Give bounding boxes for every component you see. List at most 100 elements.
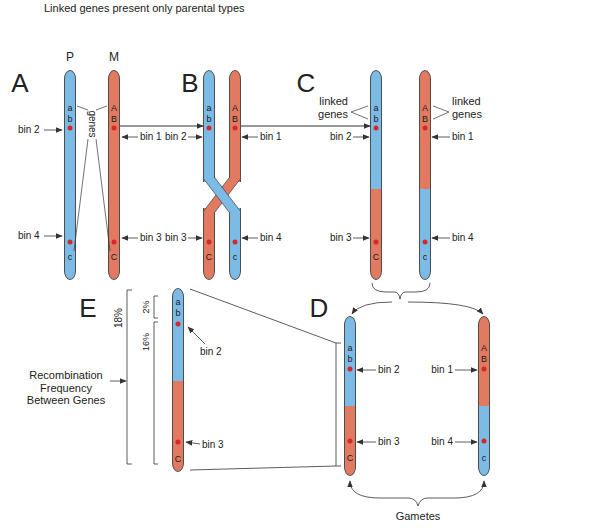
gene-dot: [423, 240, 428, 245]
gene-dot: [423, 126, 428, 131]
bin-label: bin 4: [18, 230, 40, 242]
bin-label: bin 4: [452, 232, 474, 244]
crossover: [201, 178, 245, 212]
chromosome: ABc: [478, 316, 490, 476]
square-bracket: [154, 322, 158, 464]
panel-letter: E: [79, 294, 96, 324]
gene-letter: b: [345, 354, 355, 364]
gene-letter: A: [230, 103, 240, 113]
bin-label: bin 1: [452, 131, 474, 143]
bin-arrow: [455, 442, 477, 443]
leader-lines: [74, 106, 449, 251]
gene-letter: a: [65, 103, 75, 113]
square-bracket: [154, 296, 158, 318]
gene-dot: [482, 367, 487, 372]
gene-dot: [233, 126, 238, 131]
bin-arrow: [432, 238, 450, 239]
gene-letter: b: [173, 308, 183, 318]
bin-arrow: [353, 137, 369, 138]
band-edge: [203, 178, 229, 212]
gene-letter: C: [345, 453, 355, 463]
bin-arrows: [44, 130, 477, 444]
bin-label: bin 2: [165, 131, 187, 143]
crossover-mask: [201, 182, 245, 208]
panel-letter: C: [297, 69, 316, 99]
gene-dot: [68, 126, 73, 131]
panel-letter: B: [181, 69, 198, 99]
process-arrow: [241, 126, 370, 127]
gene-letter: A: [109, 103, 119, 113]
gene-letter: a: [204, 103, 214, 113]
gene-letter: a: [173, 297, 183, 307]
percent-label: 2%: [141, 300, 151, 313]
bin-label: bin 3: [378, 436, 400, 448]
brackets: [127, 283, 484, 506]
gene-letter: B: [420, 114, 430, 124]
band-edge: [203, 178, 229, 212]
linked-genes-label: linked genes: [304, 95, 348, 120]
parent-label: M: [109, 51, 119, 65]
panel-letter: D: [310, 294, 329, 324]
gene-dot: [233, 240, 238, 245]
gene-letter: C: [371, 252, 381, 262]
curly-brace: [372, 283, 430, 299]
bin-label: bin 3: [330, 232, 352, 244]
square-bracket: [127, 290, 132, 464]
gene-letter: B: [230, 114, 240, 124]
bin-arrow: [353, 238, 369, 239]
linked-genes-label: linked genes: [452, 95, 496, 120]
bin-arrow: [432, 137, 450, 138]
bin-label: bin 3: [140, 232, 162, 244]
gene-letter: c: [65, 252, 75, 262]
bin-arrow: [357, 442, 376, 443]
bin-label: bin 2: [330, 131, 352, 143]
flow-arrow: [352, 302, 392, 314]
gene-dot: [374, 126, 379, 131]
bin-arrow: [357, 370, 376, 371]
chromosome: ABC: [108, 70, 120, 280]
gene-dot: [207, 126, 212, 131]
bin-label: bin 1: [260, 131, 282, 143]
chromosome: abC: [203, 70, 215, 280]
bin-label: bin 3: [165, 232, 187, 244]
gene-dot: [68, 240, 73, 245]
bin-label: bin 2: [378, 364, 400, 376]
connector-layer: [120, 126, 370, 127]
bin-arrow: [122, 238, 138, 239]
gene-dot: [112, 240, 117, 245]
bin-label: bin 1: [431, 364, 453, 376]
leader-line: [351, 106, 368, 119]
gametes-label: Gametes: [396, 510, 441, 523]
bin-arrow: [188, 238, 202, 239]
panel-letter: A: [11, 69, 28, 99]
chromosome: ABc: [229, 70, 241, 280]
gene-dot: [482, 439, 487, 444]
gene-dot: [176, 440, 181, 445]
process-arrow: [120, 126, 203, 127]
gene-letter: C: [204, 252, 214, 262]
maternal-band: [203, 178, 241, 212]
band-edge: [215, 178, 241, 212]
gene-letter: a: [371, 103, 381, 113]
gene-letter: A: [420, 103, 430, 113]
bin-label: bin 3: [202, 439, 224, 451]
bin-arrow: [455, 370, 477, 371]
gene-dot: [348, 367, 353, 372]
gene-letter: C: [109, 252, 119, 262]
square-bracket: [336, 343, 341, 466]
chromosome: abC: [172, 288, 184, 472]
title: Linked genes present only parental types: [44, 2, 245, 15]
gene-letter: b: [65, 114, 75, 124]
bin-arrow: [44, 130, 62, 131]
bin-arrow: [188, 327, 205, 344]
gene-letter: C: [173, 454, 183, 464]
bin-arrow: [242, 238, 258, 239]
bin-arrow: [242, 137, 258, 138]
chromosome: ABc: [419, 70, 431, 280]
gene-dot: [374, 240, 379, 245]
